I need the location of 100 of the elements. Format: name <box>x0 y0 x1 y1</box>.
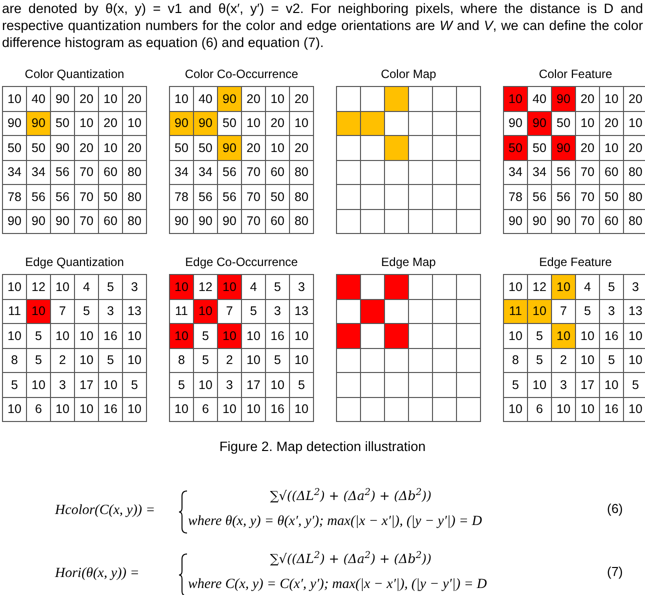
table-cell: 3 <box>290 275 314 300</box>
table-cell: 56 <box>27 185 51 210</box>
table-cell: 90 <box>51 210 75 234</box>
table-cell: 20 <box>242 87 266 112</box>
table-cell: 90 <box>552 210 576 234</box>
table-cell: 3 <box>552 373 576 398</box>
table-cell: 40 <box>194 87 218 112</box>
table-cell: 16 <box>99 398 123 422</box>
table-cell: 4 <box>242 275 266 300</box>
table-cell: 10 <box>576 324 600 348</box>
table-cell: 50 <box>218 112 242 136</box>
table-cell: 10 <box>624 112 645 136</box>
table-cell: 10 <box>290 112 314 136</box>
highlighted-cell: 10 <box>528 300 552 324</box>
highlighted-cell: 10 <box>552 324 576 348</box>
table-cell: 10 <box>123 348 147 373</box>
table-cell: 8 <box>170 348 194 373</box>
table-cell: 50 <box>3 136 27 160</box>
table-cell: 40 <box>528 87 552 112</box>
table-cell: 20 <box>290 136 314 160</box>
grid-title: Color Feature <box>538 67 612 82</box>
grid-title: Color Quantization <box>24 67 124 82</box>
table-cell: 7 <box>552 300 576 324</box>
equation-number: (6) <box>607 500 623 518</box>
table-cell: 56 <box>218 160 242 185</box>
table-cell: 12 <box>27 275 51 300</box>
table-cell: 10 <box>51 324 75 348</box>
equation-sum: ∑√((ΔL$^{2}$) + (Δa$^{2}$) + (Δb$^{2}$)) <box>270 487 432 505</box>
table-cell: 10 <box>504 324 528 348</box>
table-cell: 10 <box>123 324 147 348</box>
table-cell: 60 <box>266 210 290 234</box>
table-cell: 5 <box>170 373 194 398</box>
table-cell: 10 <box>552 398 576 422</box>
table-cell: 2 <box>51 348 75 373</box>
table-cell: 3 <box>99 300 123 324</box>
table-cell: 10 <box>75 324 99 348</box>
table-cell: 90 <box>504 210 528 234</box>
equation-sum: ∑√((ΔL$^{2}$) + (Δa$^{2}$) + (Δb$^{2}$)) <box>270 550 432 568</box>
table-cell: 56 <box>51 160 75 185</box>
table-cell: 5 <box>528 324 552 348</box>
table-cell: 90 <box>504 112 528 136</box>
table-cell: 10 <box>624 398 645 422</box>
figure-caption: Figure 2. Map detection illustration <box>218 438 427 456</box>
table-cell: 90 <box>51 87 75 112</box>
table-cell: 10 <box>75 112 99 136</box>
table-cell: 20 <box>123 136 147 160</box>
grid-title: Edge Feature <box>539 255 612 270</box>
highlighted-cell: 90 <box>552 87 576 112</box>
table-cell: 3 <box>123 275 147 300</box>
table-cell: 17 <box>75 373 99 398</box>
body-paragraph: are denoted by θ(x, y) = v1 and θ(x′, y′) = v2. For neighboring pixels, where the distance is D and respective quantization numbers for the color and edge orientations are W and V, we can define the color difference histogram as equation (6) and equation (7). <box>2 0 643 51</box>
table-cell: 70 <box>242 185 266 210</box>
table-cell: 50 <box>99 185 123 210</box>
table-cell: 17 <box>576 373 600 398</box>
table-cell: 10 <box>123 112 147 136</box>
highlighted-cell: 90 <box>552 136 576 160</box>
highlighted-cell: 10 <box>27 300 51 324</box>
table-cell: 90 <box>170 210 194 234</box>
table-cell: 6 <box>528 398 552 422</box>
table-cell: 7 <box>51 300 75 324</box>
table-cell: 10 <box>242 398 266 422</box>
table-cell: 10 <box>504 275 528 300</box>
table-cell: 20 <box>99 112 123 136</box>
table-cell: 11 <box>3 300 27 324</box>
table-cell: 20 <box>123 87 147 112</box>
table-cell: 10 <box>51 275 75 300</box>
table-cell: 11 <box>170 300 194 324</box>
table-cell: 5 <box>242 300 266 324</box>
table-cell: 34 <box>194 160 218 185</box>
table-cell: 56 <box>51 185 75 210</box>
table-cell: 10 <box>266 373 290 398</box>
highlighted-cell: 10 <box>504 87 528 112</box>
table-cell: 70 <box>75 210 99 234</box>
table-cell: 50 <box>266 185 290 210</box>
table-cell: 8 <box>3 348 27 373</box>
table-cell: 6 <box>27 398 51 422</box>
equation-lhs: Hcolor(C(x, y)) = <box>55 502 156 520</box>
table-cell: 56 <box>194 185 218 210</box>
table-cell: 5 <box>194 348 218 373</box>
table-cell: 5 <box>3 373 27 398</box>
grid-title: Color Map <box>380 67 436 82</box>
table-cell: 90 <box>528 210 552 234</box>
table-cell: 60 <box>600 210 624 234</box>
table-cell: 60 <box>600 160 624 185</box>
highlighted-cell: 90 <box>528 112 552 136</box>
table-cell: 20 <box>242 136 266 160</box>
table-cell: 34 <box>27 160 51 185</box>
table-cell: 80 <box>290 210 314 234</box>
table-cell: 90 <box>3 210 27 234</box>
table-cell: 10 <box>624 348 645 373</box>
table-cell: 10 <box>99 87 123 112</box>
table-cell: 40 <box>27 87 51 112</box>
grid-title: Edge Quantization <box>25 255 124 270</box>
table-cell: 56 <box>528 185 552 210</box>
table-cell: 10 <box>51 398 75 422</box>
highlighted-cell: 50 <box>504 136 528 160</box>
table-cell: 5 <box>194 324 218 348</box>
table-cell: 2 <box>552 348 576 373</box>
table-cell: 10 <box>266 136 290 160</box>
table-cell: 5 <box>290 373 314 398</box>
